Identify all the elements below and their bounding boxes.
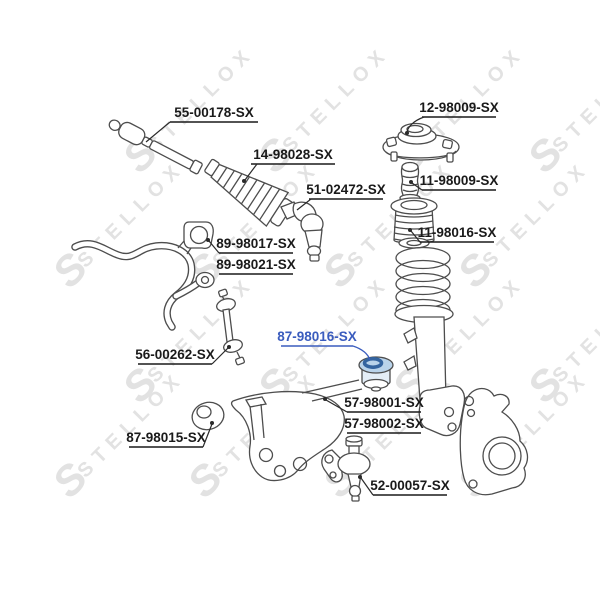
strut-mount-drawing [382,122,460,163]
part-number: 11-98016-SX [418,225,497,240]
leader-line [145,121,171,143]
leader-line [244,163,258,181]
strut-assembly-drawing [394,304,466,437]
label-tie-rod-end: 51-02472-SX [296,182,386,211]
label-arm-rear-bushing-link[interactable]: 87-98016-SX [277,329,371,361]
label-stab-bushing-a: 89-98017-SX [206,236,296,254]
leader-line [411,182,423,191]
label-arm-front-bushing: 87-98015-SX [126,421,214,448]
steering-knuckle-drawing [459,387,529,496]
part-number: 56-00262-SX [135,347,215,362]
leader-line [296,198,312,211]
stabilizer-link-drawing [216,288,246,366]
label-tie-rod: 55-00178-SX [145,105,258,143]
part-number: 57-98001-SX [344,395,424,410]
tie-rod-end-drawing [280,201,324,262]
leader-dot [227,345,231,349]
label-control-arm-b: 57-98002-SX [344,416,424,434]
leader-dot [358,475,362,479]
leader-dot [242,179,246,183]
label-stab-bushing-b: 89-98021-SX [216,257,296,275]
leader-line [208,240,220,254]
label-strut-mount: 12-98009-SX [405,100,499,135]
part-number: 11-98009-SX [420,173,499,188]
leader-dot [408,228,412,232]
part-number: 89-98021-SX [216,257,296,272]
leader-line [360,477,374,496]
label-control-arm-a: 57-98001-SX [323,395,424,413]
part-number: 89-98017-SX [216,236,296,251]
watermark-text: STELLOX [279,42,394,157]
label-stab-link: 56-00262-SX [135,345,231,365]
label-steering-boot: 14-98028-SX [242,147,335,183]
part-number: 57-98002-SX [344,416,424,431]
watermark-text: STELLOX [144,272,259,387]
label-ball-joint: 52-00057-SX [358,475,450,496]
leader-dot [210,421,214,425]
part-number-link[interactable]: 87-98016-SX [277,329,357,344]
control-arm-drawing [230,379,363,482]
leader-dot [409,180,413,184]
label-bump-stop: 11-98009-SX [409,173,499,191]
leader-line [202,423,213,448]
leader-dot [206,238,210,242]
watermark-text: STELLOX [549,42,600,157]
part-number: 55-00178-SX [174,105,254,120]
part-number: 87-98015-SX [126,430,206,445]
stabilizer-bushing-drawing [177,221,214,255]
watermark-text: STELLOX [144,42,259,157]
ball-joint-drawing [321,435,371,502]
part-number: 12-98009-SX [419,100,499,115]
tie-rod-axial-drawing [108,119,203,175]
leader-line [352,345,371,361]
part-number: 51-02472-SX [306,182,386,197]
leader-dot [323,397,327,401]
stabilizer-bar-drawing [71,240,215,331]
label-dust-boot: 11-98016-SX [408,225,497,243]
part-number: 52-00057-SX [370,478,450,493]
front-bushing-drawing [191,401,225,431]
leader-line [325,399,348,413]
leader-line [211,347,229,365]
leader-line [406,116,425,133]
leader-line [410,230,421,243]
dust-boot-drawing [390,197,438,249]
rear-bushing-highlighted-drawing [358,356,394,392]
part-number: 14-98028-SX [253,147,333,162]
leader-dot [405,131,409,135]
